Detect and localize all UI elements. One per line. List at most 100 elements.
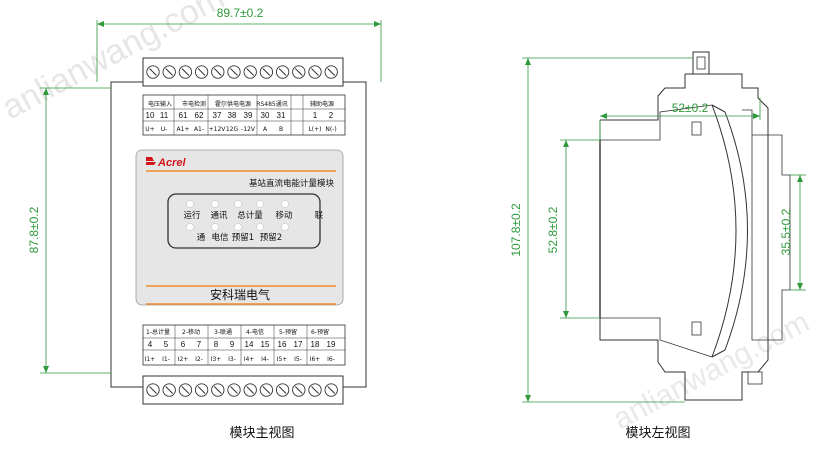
screw-slot — [262, 386, 271, 394]
bottom-terminal-number: 9 — [230, 340, 235, 349]
bottom-terminal-number: 4 — [148, 340, 153, 349]
top-group-label: RS485通讯 — [256, 100, 287, 108]
bottom-terminal-signal: I4- — [261, 356, 269, 363]
dimension-side-inner: 52.8±0.2 — [546, 139, 600, 319]
bottom-terminal-signal: I4+ — [244, 356, 255, 363]
led-indicator — [281, 200, 289, 208]
top-terminal-number: 62 — [195, 111, 204, 120]
led-window — [167, 193, 321, 249]
top-terminal-number: 39 — [244, 111, 253, 120]
bottom-terminal-signal: I2- — [195, 356, 203, 363]
led-label-row1: 运行 — [183, 210, 201, 221]
bottom-group-label: 6-预留 — [311, 328, 329, 336]
top-terminal-signal: A — [263, 126, 268, 133]
screw-slot — [230, 68, 238, 76]
bottom-group-label: 4-电信 — [246, 328, 264, 336]
bottom-terminal-signal: I1- — [162, 356, 170, 363]
dimension-side-rail: 35.5±0.2 — [779, 174, 806, 291]
side-bottom-outline — [599, 318, 758, 401]
side-right-outline — [757, 97, 769, 373]
led-indicator — [186, 200, 194, 208]
bottom-terminal-signal: I5- — [294, 356, 302, 363]
bottom-terminal-number: 5 — [164, 340, 169, 349]
bottom-terminal-number: 16 — [278, 340, 287, 349]
top-terminal-number: 2 — [329, 111, 334, 120]
bottom-screw-row — [146, 383, 338, 397]
led-indicator — [281, 223, 289, 231]
led-indicator — [211, 223, 219, 231]
dim-side-total-label: 107.8±0.2 — [509, 203, 523, 257]
bottom-latch — [747, 371, 763, 385]
top-terminal-number: 31 — [277, 111, 286, 120]
bottom-terminal-number: 18 — [311, 340, 320, 349]
top-group-label: 电压输入 — [148, 100, 172, 108]
dim-side-rail-label: 35.5±0.2 — [779, 208, 793, 255]
led-label-row1: 移动 — [275, 210, 293, 221]
bottom-terminal-number: 7 — [197, 340, 202, 349]
screw-slot — [230, 386, 238, 394]
screw-slot — [197, 68, 206, 76]
led-indicator — [186, 223, 194, 231]
bottom-label-strip — [142, 324, 346, 366]
dimension-front-width: 89.7±0.2 — [96, 6, 382, 82]
bottom-group-label: 2-移动 — [182, 328, 200, 336]
screw-slot — [311, 386, 319, 394]
screw-slot — [294, 386, 303, 394]
top-terminal-signal: A1+ — [177, 126, 190, 133]
brand-logo: Acrel — [146, 157, 186, 169]
top-terminal-signal: L(+) — [308, 126, 321, 133]
dimension-side-depth: 52±0.2 — [599, 98, 761, 140]
top-group-label: 霍尔供电电源 — [215, 100, 251, 108]
top-terminal-number: 11 — [160, 111, 169, 120]
led-row-2-labels: 通电信预留1 预留2 — [197, 232, 282, 243]
dim-front-height-label: 87.8±0.2 — [27, 206, 41, 253]
led-label-row1: 总计量 — [237, 210, 263, 221]
led-label-row1: 通讯 — [210, 210, 228, 221]
side-view-caption: 模块左视图 — [625, 426, 690, 441]
top-terminal-signal: A1- — [194, 126, 204, 133]
led-label-row2: 预留1 — [232, 232, 254, 243]
top-label-strip — [142, 94, 346, 136]
screw-slot — [181, 68, 190, 76]
top-terminal-signal: N(-) — [325, 126, 336, 133]
din-rail-clip — [775, 134, 791, 341]
screw-slot — [181, 386, 190, 394]
dimension-side-total: 107.8±0.2 — [509, 57, 693, 403]
watermark: anlianwang.com — [608, 305, 815, 436]
led-label-row1: 联 — [315, 211, 324, 221]
led-label-row2: 电信 — [211, 232, 229, 243]
dim-side-depth-label: 52±0.2 — [672, 101, 709, 115]
led-label-row2: 预留2 — [260, 232, 282, 243]
bottom-group-label: 1-总计量 — [146, 328, 170, 336]
screw-slot — [165, 68, 174, 76]
bottom-terminal-number: 19 — [327, 340, 336, 349]
side-view: 52±0.2 107.8±0.2 52.8±0.2 35.5±0 — [509, 51, 806, 441]
led-indicator — [256, 200, 264, 208]
top-terminal-signal: U+ — [145, 126, 154, 133]
bottom-terminal-signal: I1+ — [145, 356, 156, 363]
top-terminal-signal: B — [279, 126, 283, 133]
screw-slot — [311, 68, 319, 76]
bottom-terminal-number: 8 — [214, 340, 219, 349]
led-indicator — [256, 223, 264, 231]
screw-slot — [327, 68, 336, 76]
bottom-terminal-number: 14 — [245, 340, 254, 349]
company-name: 安科瑞电气 — [210, 287, 270, 302]
screw-slot — [278, 68, 287, 76]
top-terminal-signal: U- — [161, 126, 168, 133]
top-group-label: 辅助电源 — [310, 100, 334, 108]
front-view-caption: 模块主视图 — [229, 426, 294, 441]
product-title: 基站直流电能计量模块 — [249, 178, 335, 189]
top-terminal-number: 10 — [146, 111, 155, 120]
top-terminal-signal: 12G — [226, 126, 239, 133]
led-indicator — [234, 200, 242, 208]
led-label-row2: 通 — [197, 232, 206, 243]
brand-name: Acrel — [157, 157, 186, 169]
bottom-group-label: 3-联通 — [214, 328, 232, 336]
bottom-terminal-signal: I2+ — [178, 356, 189, 363]
led-indicator — [234, 223, 242, 231]
bottom-terminal-signal: I3- — [228, 356, 236, 363]
